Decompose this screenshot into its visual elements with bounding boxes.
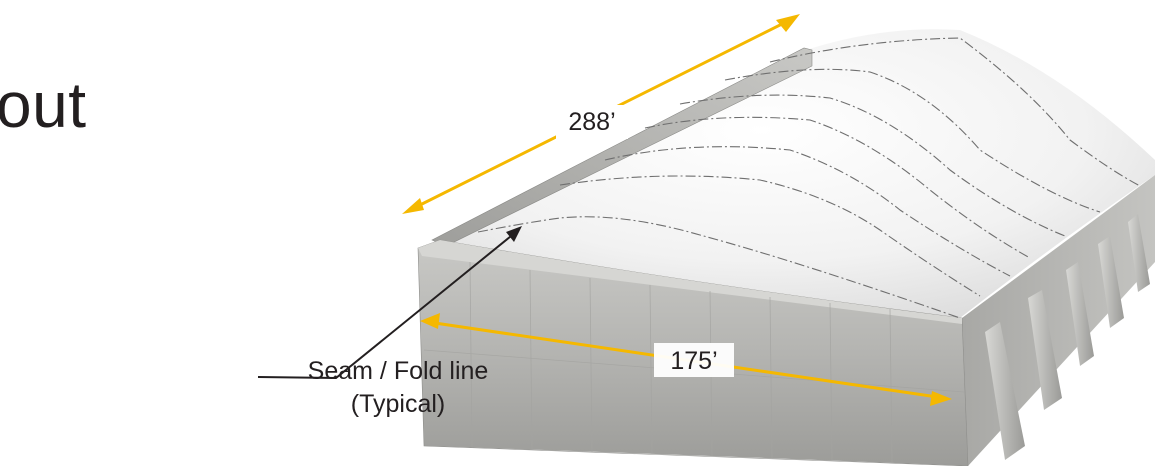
seam-line <box>604 146 1011 277</box>
wall-buttresses <box>985 214 1150 460</box>
width-arrowhead-end <box>930 391 952 406</box>
page-heading-fragment: out <box>0 69 87 141</box>
callout-line-2: (Typical) <box>350 390 446 418</box>
length-dimension-label: 288’ <box>568 108 615 136</box>
seam-lines <box>477 37 1141 319</box>
length-dimension: 288’ <box>402 14 800 214</box>
seam-line <box>477 216 961 319</box>
length-arrowhead-start <box>402 198 424 214</box>
width-dimension: 175’ <box>420 313 952 406</box>
buttress <box>1066 262 1094 366</box>
callout-arrowhead <box>506 226 522 242</box>
buttress <box>1028 290 1062 410</box>
buttress <box>1098 236 1124 328</box>
length-arrowhead-end <box>776 14 800 32</box>
width-dimension-label: 175’ <box>670 347 717 375</box>
front-wall-top-edge <box>418 240 962 324</box>
seam-line <box>679 94 1066 237</box>
seam-line <box>769 37 1141 187</box>
width-arrowhead-start <box>420 313 440 329</box>
seam-callout-leader <box>257 226 522 380</box>
seam-line <box>559 175 981 297</box>
buttress <box>985 322 1025 460</box>
basin-cover <box>440 29 1155 318</box>
buttress <box>1128 214 1150 292</box>
callout-line-1: Seam / Fold line <box>307 357 489 385</box>
seam-line <box>644 116 1031 259</box>
seam-callout: Seam / Fold line (Typical) <box>268 355 528 421</box>
seam-line <box>724 68 1101 213</box>
